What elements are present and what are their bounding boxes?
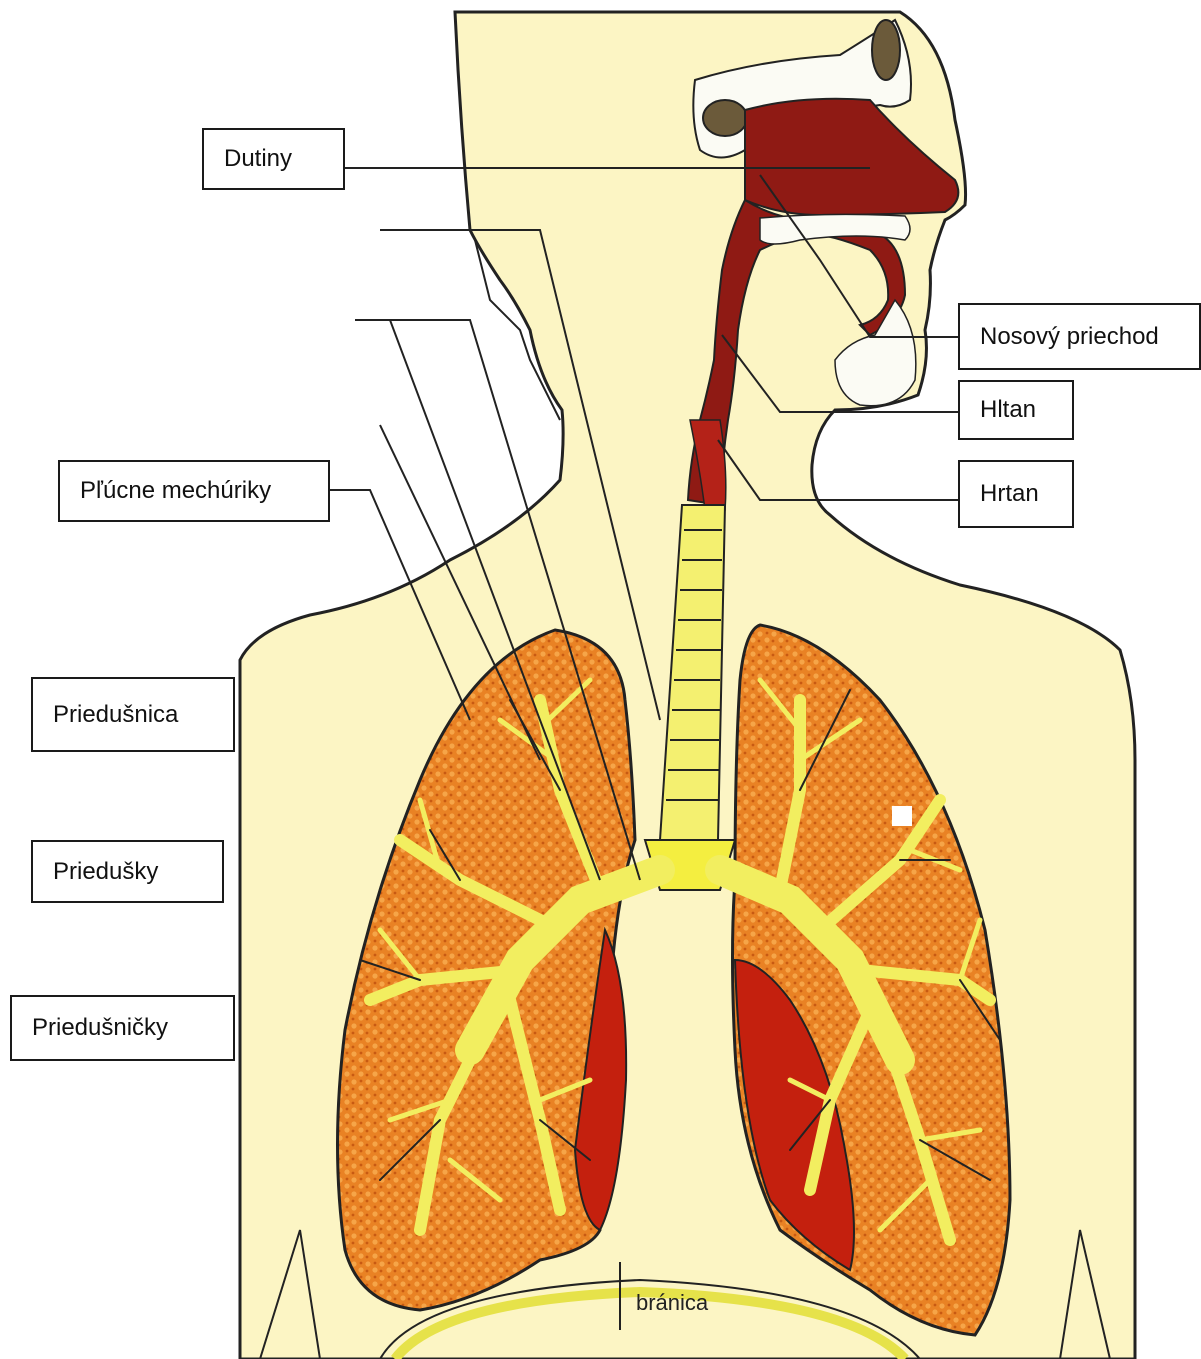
frontal-sinus	[872, 20, 900, 80]
sphenoid-sinus	[703, 100, 747, 136]
label-hltan: Hltan	[958, 380, 1074, 440]
label-nosovy-priechod-text: Nosový priechod	[960, 323, 1159, 351]
label-branica: bránica	[636, 1290, 708, 1316]
label-dutiny: Dutiny	[202, 128, 345, 190]
label-hrtan: Hrtan	[958, 460, 1074, 528]
label-priedusnicky-text: Priedušničky	[12, 1014, 168, 1042]
label-priedusky-text: Priedušky	[33, 858, 158, 886]
label-dutiny-text: Dutiny	[204, 145, 292, 173]
label-priedusky: Priedušky	[31, 840, 224, 903]
label-hltan-text: Hltan	[960, 396, 1036, 424]
label-plucne-mechuriky: Pľúcne mechúriky	[58, 460, 330, 522]
label-priedusnicky: Priedušničky	[10, 995, 235, 1061]
white-marker	[892, 806, 912, 826]
label-plucne-mechuriky-text: Pľúcne mechúriky	[60, 477, 271, 505]
label-nosovy-priechod: Nosový priechod	[958, 303, 1201, 370]
label-priedusnica: Priedušnica	[31, 677, 235, 752]
label-priedusnica-text: Priedušnica	[33, 701, 178, 729]
label-hrtan-text: Hrtan	[960, 480, 1039, 508]
